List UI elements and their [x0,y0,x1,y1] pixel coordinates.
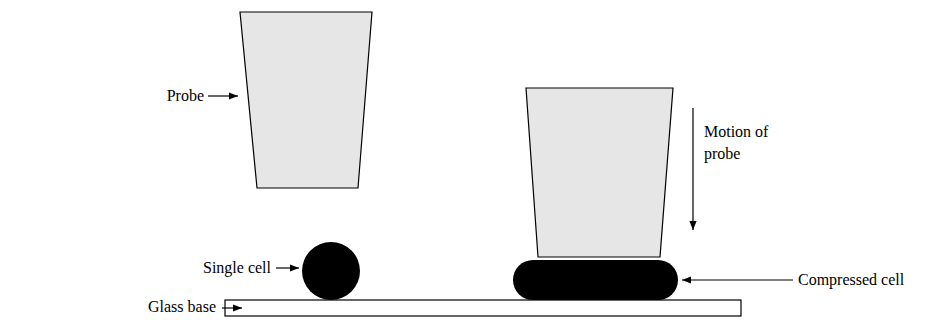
leader-arrow [682,279,793,280]
part-label: Compressed cell [798,269,904,291]
motion-label: Motion of probe [704,121,782,165]
part-label: Glass base [148,296,216,318]
part-label: Single cell [203,257,271,279]
leader-arrow [276,267,299,268]
glass-base [225,300,741,316]
leader-arrow [208,95,238,96]
compressed-cell [513,260,678,300]
single-cell [302,242,360,300]
probe-shape [526,88,673,257]
motion-arrow [692,108,693,230]
probe-shape [240,12,372,188]
part-label: Probe [167,85,204,107]
leader-arrow [222,307,242,308]
